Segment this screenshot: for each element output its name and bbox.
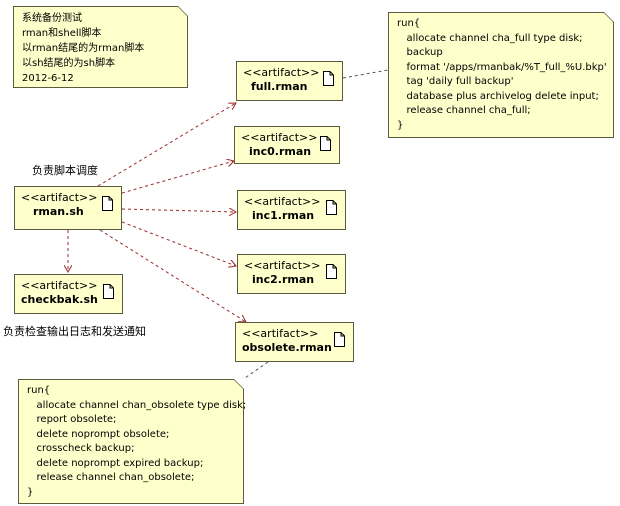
note-line: 2012-6-12 xyxy=(22,73,74,84)
link-rman-sh-to-full-rman xyxy=(97,103,236,187)
note-line: rman和shell脚本 xyxy=(22,28,102,39)
artifact-name: rman.sh xyxy=(33,205,84,218)
artifact-stereotype: <<artifact>> xyxy=(241,131,318,144)
note-line: database plus archivelog delete input; xyxy=(397,90,599,102)
link-rman-sh-to-inc2-rman xyxy=(121,221,236,266)
checker-label: 负责检查输出日志和发送通知 xyxy=(3,325,146,338)
artifact-stereotype: <<artifact>> xyxy=(243,66,320,79)
artifact-stereotype: <<artifact>> xyxy=(242,327,319,340)
document-icon xyxy=(326,200,337,215)
artifact-stereotype: <<artifact>> xyxy=(21,191,98,204)
note-line: } xyxy=(397,119,404,131)
note-line: delete noprompt obsolete; xyxy=(27,428,170,440)
note-line: release channel chan_obsolete; xyxy=(27,472,195,483)
note-line: delete noprompt expired backup; xyxy=(27,457,204,469)
note-line: crosscheck backup; xyxy=(27,443,135,454)
obsolete-script-note: run{ allocate channel chan_obsolete type… xyxy=(18,379,247,504)
document-icon xyxy=(320,136,331,151)
artifact-name: full.rman xyxy=(251,80,308,93)
artifact-name: checkbak.sh xyxy=(21,293,98,306)
link-rman-sh-to-inc1-rman xyxy=(121,209,236,212)
note-line: 以sh结尾的为sh脚本 xyxy=(22,58,116,69)
scheduler-label: 负责脚本调度 xyxy=(32,164,98,177)
document-icon xyxy=(326,264,337,279)
note-line: } xyxy=(27,486,34,498)
artifact-rman-sh[interactable]: <<artifact>> rman.sh xyxy=(14,186,122,230)
artifact-name: obsolete.rman xyxy=(242,341,332,354)
document-icon xyxy=(334,332,345,347)
link-rman-sh-to-obsolete-rman xyxy=(99,229,246,322)
artifact-inc2-rman[interactable]: <<artifact>> inc2.rman xyxy=(237,254,346,294)
artifact-full-rman[interactable]: <<artifact>> full.rman xyxy=(236,61,343,101)
artifact-checkbak-sh[interactable]: <<artifact>> checkbak.sh xyxy=(14,274,123,314)
artifact-stereotype: <<artifact>> xyxy=(244,195,321,208)
document-icon xyxy=(323,71,334,86)
artifact-inc1-rman[interactable]: <<artifact>> inc1.rman xyxy=(237,190,346,230)
note-line: run{ xyxy=(397,18,421,29)
artifact-stereotype: <<artifact>> xyxy=(244,259,321,272)
artifact-name: inc0.rman xyxy=(249,145,312,158)
note-line: release channel cha_full; xyxy=(397,105,531,116)
note-line: run{ xyxy=(27,385,51,396)
document-icon xyxy=(102,196,113,211)
artifact-name: inc2.rman xyxy=(252,273,315,286)
note-line: backup xyxy=(397,47,443,58)
note-line: 以rman结尾的为rman脚本 xyxy=(22,43,145,54)
full-backup-script-note: run{ allocate channel cha_full type disk… xyxy=(388,12,614,138)
note-line: format '/apps/rmanbak/%T_full_%U.bkp' xyxy=(397,61,607,73)
artifact-stereotype: <<artifact>> xyxy=(21,279,98,292)
artifact-obsolete-rman[interactable]: <<artifact>> obsolete.rman xyxy=(235,322,354,362)
note-link-obsolete xyxy=(241,361,269,381)
note-line: allocate channel cha_full type disk; xyxy=(397,32,583,44)
note-line: 系统备份测试 xyxy=(22,13,82,24)
header-note: 系统备份测试 rman和shell脚本 以rman结尾的为rman脚本 以sh结… xyxy=(13,6,188,88)
note-link-full xyxy=(342,69,389,79)
link-rman-sh-to-inc0-rman xyxy=(121,161,234,194)
note-line: report obsolete; xyxy=(27,414,117,425)
note-line: tag 'daily full backup' xyxy=(397,76,514,87)
document-icon xyxy=(103,284,114,299)
artifact-name: inc1.rman xyxy=(252,209,315,222)
artifact-inc0-rman[interactable]: <<artifact>> inc0.rman xyxy=(234,126,340,164)
note-line: allocate channel chan_obsolete type disk… xyxy=(27,399,247,411)
